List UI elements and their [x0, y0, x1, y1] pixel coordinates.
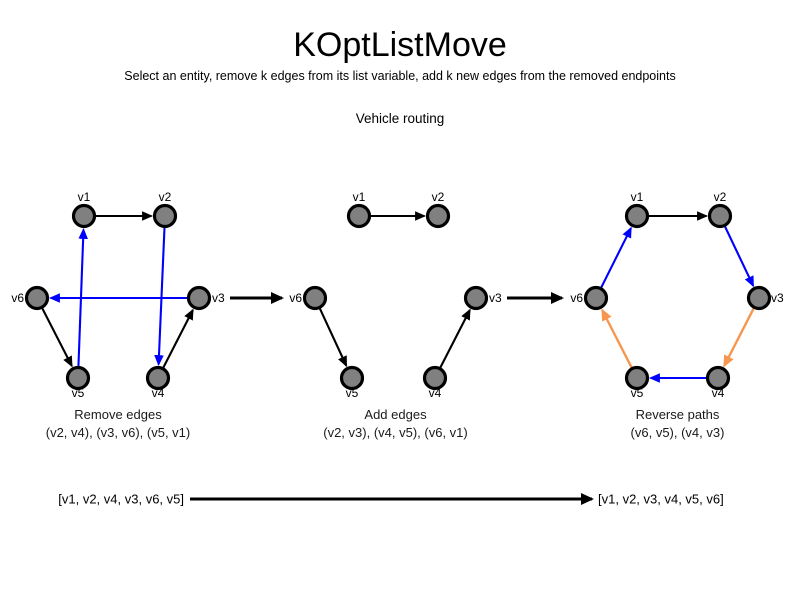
sequence-after: [v1, v2, v3, v4, v5, v6]	[598, 492, 724, 507]
edge-reverse-v6-v1	[600, 226, 632, 289]
node-circle-v3[interactable]	[746, 285, 772, 311]
node-circle-v1[interactable]	[346, 203, 372, 229]
nodes-layer: v1 v2 v3 v4 v5 v6 v1 v2 v3 v4 v5 v6 v1 v2 v3 v4 v5 v6	[11, 190, 784, 400]
edge-remove-v4-v3	[162, 308, 194, 369]
node-label-v5: v5	[72, 386, 85, 400]
node-remove-v2[interactable]: v2	[152, 190, 178, 229]
edge-reverse-v3-v4	[723, 307, 755, 368]
node-reverse-v1[interactable]: v1	[624, 190, 650, 229]
node-remove-v6[interactable]: v6	[11, 285, 50, 311]
node-circle-v4[interactable]	[145, 365, 171, 391]
sequence-transformation: [v1, v2, v4, v3, v6, v5] [v1, v2, v3, v4,…	[58, 492, 723, 507]
node-circle-v4[interactable]	[422, 365, 448, 391]
node-add-v3[interactable]: v3	[463, 285, 503, 311]
caption-edges-reverse: (v6, v5), (v4, v3)	[631, 425, 725, 440]
node-label-v6: v6	[289, 291, 302, 305]
node-add-v2[interactable]: v2	[425, 190, 451, 229]
section-label: Vehicle routing	[355, 111, 445, 126]
edge-remove-v2-v4	[154, 227, 166, 367]
node-label-v5: v5	[346, 386, 359, 400]
node-add-v1[interactable]: v1	[346, 190, 372, 229]
node-label-v4: v4	[712, 386, 725, 400]
node-reverse-v5[interactable]: v5	[624, 365, 650, 401]
caption-title-reverse: Reverse paths	[636, 407, 720, 422]
node-label-v1: v1	[353, 190, 366, 204]
node-remove-v5[interactable]: v5	[65, 365, 91, 401]
sequence-before: [v1, v2, v4, v3, v6, v5]	[58, 492, 184, 507]
node-label-v4: v4	[152, 386, 165, 400]
node-circle-v5[interactable]	[65, 365, 91, 391]
node-label-v1: v1	[631, 190, 644, 204]
node-circle-v1[interactable]	[624, 203, 650, 229]
node-label-v2: v2	[714, 190, 727, 204]
page-title: KOptListMove	[293, 26, 507, 64]
node-label-v3: v3	[212, 291, 225, 305]
node-circle-v1[interactable]	[71, 203, 97, 229]
caption-edges-remove: (v2, v4), (v3, v6), (v5, v1)	[46, 425, 190, 440]
edges-layer	[41, 211, 755, 383]
node-circle-v6[interactable]	[583, 285, 609, 311]
edge-reverse-v5-v6	[601, 308, 633, 369]
node-label-v6: v6	[11, 291, 24, 305]
node-reverse-v2[interactable]: v2	[707, 190, 733, 229]
node-label-v3: v3	[489, 291, 502, 305]
node-reverse-v4[interactable]: v4	[705, 365, 731, 401]
edge-remove-v6-v5	[41, 307, 73, 368]
node-remove-v1[interactable]: v1	[71, 190, 97, 229]
node-remove-v3[interactable]: v3	[186, 285, 226, 311]
node-circle-v2[interactable]	[707, 203, 733, 229]
edge-add-v4-v3	[439, 308, 471, 369]
edge-reverse-v2-v3	[723, 225, 755, 288]
node-circle-v5[interactable]	[339, 365, 365, 391]
node-circle-v6[interactable]	[302, 285, 328, 311]
node-label-v1: v1	[78, 190, 91, 204]
node-label-v6: v6	[570, 291, 583, 305]
caption-edges-add: (v2, v3), (v4, v5), (v6, v1)	[323, 425, 467, 440]
node-circle-v2[interactable]	[425, 203, 451, 229]
node-circle-v3[interactable]	[463, 285, 489, 311]
caption-title-remove: Remove edges	[74, 407, 162, 422]
page-subtitle: Select an entity, remove k edges from it…	[124, 69, 676, 83]
node-circle-v3[interactable]	[186, 285, 212, 311]
caption-title-add: Add edges	[364, 407, 427, 422]
node-circle-v4[interactable]	[705, 365, 731, 391]
node-add-v4[interactable]: v4	[422, 365, 448, 401]
node-remove-v4[interactable]: v4	[145, 365, 171, 401]
node-add-v6[interactable]: v6	[289, 285, 328, 311]
node-label-v2: v2	[432, 190, 445, 204]
node-circle-v6[interactable]	[24, 285, 50, 311]
node-circle-v5[interactable]	[624, 365, 650, 391]
node-add-v5[interactable]: v5	[339, 365, 365, 401]
node-label-v5: v5	[631, 386, 644, 400]
edge-add-v6-v5	[318, 307, 348, 368]
node-label-v3: v3	[771, 291, 784, 305]
node-reverse-v3[interactable]: v3	[746, 285, 785, 311]
node-label-v2: v2	[159, 190, 172, 204]
node-circle-v2[interactable]	[152, 203, 178, 229]
node-label-v4: v4	[429, 386, 442, 400]
node-reverse-v6[interactable]: v6	[570, 285, 609, 311]
panel-captions: Remove edges (v2, v4), (v3, v6), (v5, v1)…	[46, 407, 725, 440]
